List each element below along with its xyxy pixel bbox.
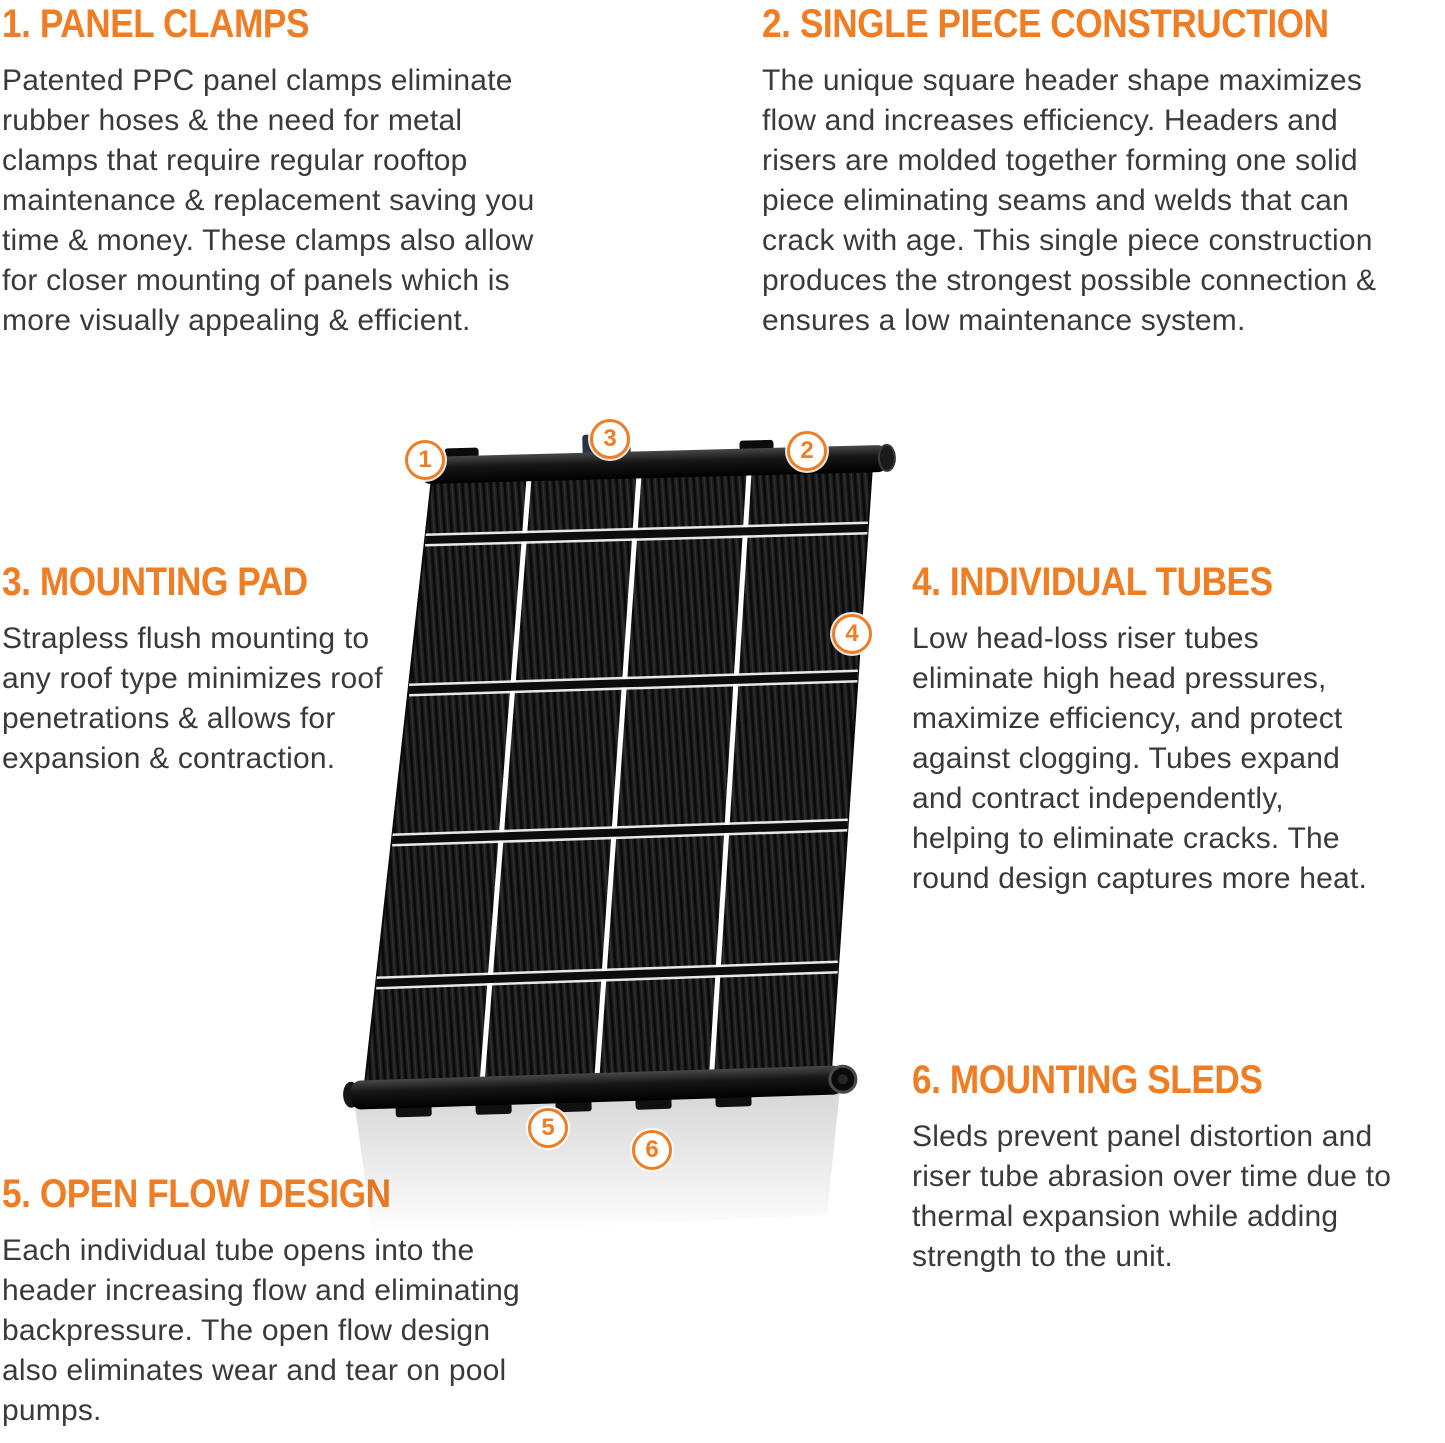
section-6-title: 6. MOUNTING SLEDS [912,1058,1263,1102]
strap-rows [375,521,869,990]
section-2-title: 2. SINGLE PIECE CONSTRUCTION [762,2,1329,46]
section-6-body: Sleds prevent panel distortion and riser… [912,1119,1392,1273]
panel-clamp-shape [739,439,774,451]
column-gap [592,466,643,1102]
feature-section-mounting-sleds: 6. MOUNTING SLEDS Sleds prevent panel di… [912,1058,1402,1277]
solar-panel-illustration [295,415,935,1295]
pipe-opening-inner [837,1074,848,1085]
section-1-body: Patented PPC panel clamps eliminate rubb… [2,63,535,337]
column-gap [707,466,753,1102]
panel-body [361,464,874,1104]
section-1-title: 1. PANEL CLAMPS [2,2,309,46]
callout-3-number: 3 [603,425,617,452]
callout-badge-1: 1 [405,440,445,480]
callout-badge-2: 2 [787,431,827,471]
panel-reflection [355,1089,840,1237]
callout-5-number: 5 [541,1114,555,1141]
column-gap [477,466,533,1102]
section-4-body: Low head-loss riser tubes eliminate high… [912,621,1368,895]
feature-section-single-piece-construction: 2. SINGLE PIECE CONSTRUCTION The unique … [762,2,1402,341]
header-end-cap [877,443,896,472]
feature-section-mounting-pad: 3. MOUNTING PAD Strapless flush mounting… [2,560,397,779]
callout-badge-6: 6 [632,1130,672,1170]
callout-1-number: 1 [418,446,432,473]
callout-6-number: 6 [645,1136,659,1163]
section-3-body: Strapless flush mounting to any roof typ… [2,621,383,775]
feature-section-open-flow-design: 5. OPEN FLOW DESIGN Each individual tube… [2,1172,532,1431]
bottom-header-pipe [343,1064,858,1118]
callout-badge-5: 5 [528,1108,568,1148]
callout-badge-4: 4 [832,614,872,654]
section-5-title: 5. OPEN FLOW DESIGN [2,1172,391,1216]
callout-2-number: 2 [800,437,814,464]
panel-clamp-shape [444,447,479,459]
section-5-body: Each individual tube opens into the head… [2,1233,520,1427]
section-2-body: The unique square header shape maximizes… [762,63,1377,337]
section-4-title: 4. INDIVIDUAL TUBES [912,560,1273,604]
callout-4-number: 4 [845,620,859,647]
feature-section-individual-tubes: 4. INDIVIDUAL TUBES Low head-loss riser … [912,560,1372,899]
section-3-title: 3. MOUNTING PAD [2,560,308,604]
feature-section-panel-clamps: 1. PANEL CLAMPS Patented PPC panel clamp… [2,2,542,341]
callout-badge-3: 3 [590,419,630,459]
